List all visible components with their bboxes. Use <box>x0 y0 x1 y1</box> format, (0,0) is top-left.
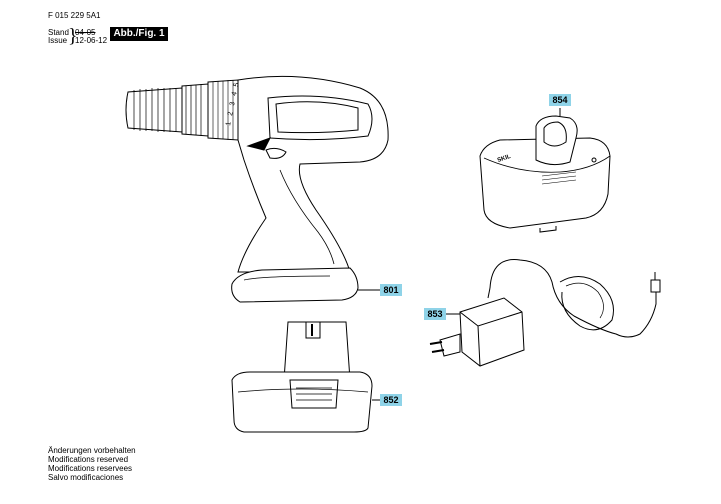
footer-note-fr: Modifications reservees <box>48 464 133 473</box>
drill-illustration <box>125 75 389 303</box>
stand-label: Stand <box>48 28 69 37</box>
part-label-854: 854 <box>549 94 571 106</box>
part-label-852: 852 <box>380 394 402 406</box>
document-number: F 015 229 5A1 <box>48 11 101 20</box>
footer-notes: Änderungen vorbehalten Modifications res… <box>48 446 136 482</box>
clutch-setting-numbers: 1 2 3 4 5 <box>225 82 241 126</box>
footer-note-de: Änderungen vorbehalten <box>48 446 136 455</box>
footer-note-en: Modifications reserved <box>48 455 129 464</box>
clutch-number-2: 2 <box>227 111 235 116</box>
clutch-number-1: 1 <box>225 121 233 126</box>
charger-brand-text: SKIL <box>497 154 512 164</box>
part-number-853: 853 <box>427 309 442 319</box>
part-label-801: 801 <box>380 284 402 296</box>
adapter-illustration <box>429 259 661 367</box>
issue-date: 12-06-12 <box>75 36 108 45</box>
issue-label: Issue <box>48 36 68 45</box>
figure-badge: Abb./Fig. 1 <box>110 27 168 41</box>
part-number-801: 801 <box>383 285 398 295</box>
stand-date: 04-05 <box>75 28 96 37</box>
footer-note-es: Salvo modificaciones <box>48 473 124 482</box>
clutch-number-4: 4 <box>231 91 239 96</box>
part-number-852: 852 <box>383 395 398 405</box>
charger-illustration <box>479 108 611 233</box>
brace-icon: } <box>68 25 78 47</box>
clutch-number-3: 3 <box>229 101 237 106</box>
battery-illustration <box>231 321 380 433</box>
part-label-853: 853 <box>424 308 446 320</box>
part-number-854: 854 <box>552 95 567 105</box>
clutch-number-5: 5 <box>233 82 241 87</box>
